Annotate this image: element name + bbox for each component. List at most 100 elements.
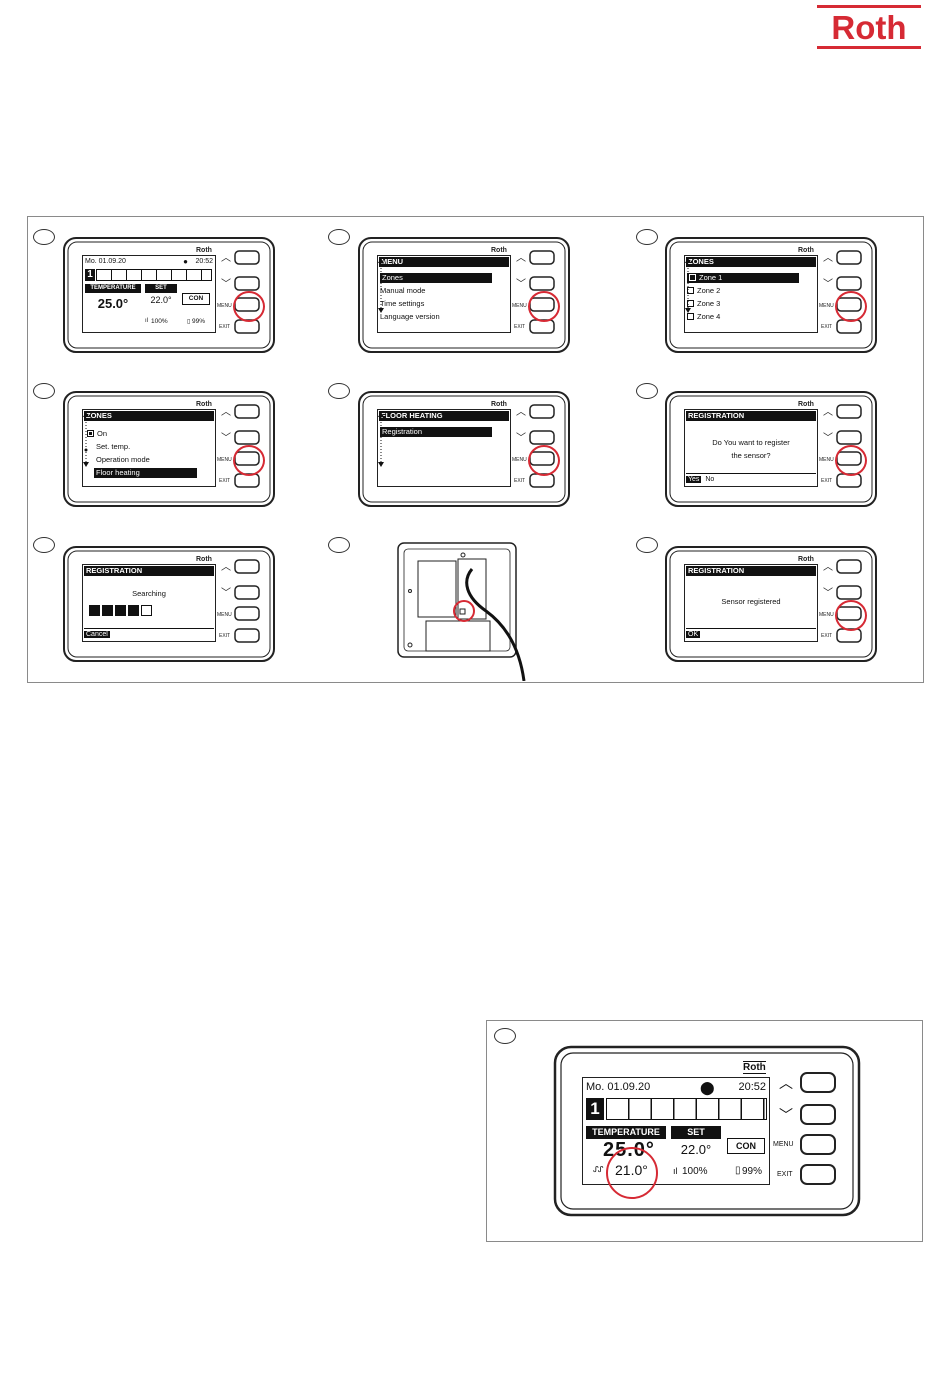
drop-icon: ⬤ xyxy=(700,1080,715,1095)
chevron-up-icon[interactable]: ︿ xyxy=(516,253,526,264)
highlight-menu-button xyxy=(233,445,265,476)
cancel-option[interactable]: Cancel xyxy=(84,631,110,638)
signal-value: 100% xyxy=(151,318,168,325)
set-label: SET xyxy=(145,284,177,293)
menu-item-manual-mode[interactable]: Manual mode xyxy=(380,286,426,295)
step-marker-3 xyxy=(636,229,658,245)
scrollbar[interactable] xyxy=(685,256,691,314)
scrollbar[interactable] xyxy=(378,410,384,468)
searching-text: Searching xyxy=(132,589,166,598)
chevron-up-icon[interactable]: ︿ xyxy=(823,562,833,573)
chevron-down-icon[interactable]: ﹀ xyxy=(221,588,231,599)
chevron-up-icon[interactable]: ︿ xyxy=(516,407,526,418)
device-brand: Roth xyxy=(491,401,507,408)
step-marker-8 xyxy=(328,537,350,553)
ok-option[interactable]: OK xyxy=(686,631,701,638)
signal-icon: ıl xyxy=(673,1166,678,1176)
setting-set-temp[interactable]: Set. temp. xyxy=(96,442,131,451)
footer-options: OK xyxy=(686,630,701,640)
menu-button-label: MENU xyxy=(217,457,232,463)
set-value: 22.0° xyxy=(150,295,172,305)
screen-title: MENU xyxy=(379,257,509,267)
chevron-up-icon[interactable]: ︿ xyxy=(221,407,231,418)
device-home-large: Roth ︿ ﹀ MENU EXIT Mo. 01.09.20 ⬤ 20:52 … xyxy=(553,1045,861,1217)
footer-divider xyxy=(84,628,214,629)
registered-text: Sensor registered xyxy=(721,597,781,606)
zone-item[interactable]: Zone 4 xyxy=(687,312,720,322)
step-marker-5 xyxy=(328,383,350,399)
screen-title: ZONES xyxy=(686,257,816,267)
menu-button-label: MENU xyxy=(773,1141,794,1148)
menu-item-time-settings[interactable]: Time settings xyxy=(380,299,425,308)
progress-block xyxy=(115,605,126,616)
exit-button-label: EXIT xyxy=(219,478,231,484)
device-brand: Roth xyxy=(798,401,814,408)
exit-button-label: EXIT xyxy=(514,324,526,330)
scrollbar[interactable] xyxy=(83,410,89,468)
device-registration-searching: Roth ︿ ﹀ MENU EXIT REGISTRATION Searchin… xyxy=(62,545,276,663)
progress-block xyxy=(141,605,152,616)
checkbox-icon xyxy=(689,274,696,281)
screen-title: REGISTRATION xyxy=(84,566,214,576)
chevron-down-icon[interactable]: ﹀ xyxy=(221,433,231,444)
chevron-up-icon[interactable]: ︿ xyxy=(221,562,231,573)
device-zones-list: Roth ︿ ﹀ MENU EXIT ZONES Zone 1 Zone 2 Z… xyxy=(664,236,878,354)
setting-operation-mode[interactable]: Operation mode xyxy=(96,455,150,464)
device-screen: ZONES On Set. temp. Operation mode Floor… xyxy=(82,409,216,487)
chevron-down-icon[interactable]: ﹀ xyxy=(823,588,833,599)
menu-button-label: MENU xyxy=(217,612,232,618)
chevron-down-icon[interactable]: ﹀ xyxy=(516,279,526,290)
temperature-label: TEMPERATURE xyxy=(85,284,141,293)
menu-button-label: MENU xyxy=(819,457,834,463)
setting-floor-heating[interactable]: Floor heating xyxy=(94,468,197,478)
yes-option[interactable]: Yes xyxy=(686,476,702,483)
device-brand: Roth xyxy=(798,247,814,254)
set-label: SET xyxy=(671,1126,721,1139)
chevron-down-icon[interactable]: ﹀ xyxy=(516,433,526,444)
zone-slots xyxy=(606,1098,767,1120)
exit-button-label: EXIT xyxy=(514,478,526,484)
zone-item[interactable]: Zone 3 xyxy=(687,299,720,309)
battery-value: 99% xyxy=(742,1166,763,1177)
menu-button-label: MENU xyxy=(819,612,834,618)
highlight-floor-temperature xyxy=(606,1147,658,1199)
device-brand: Roth xyxy=(196,556,212,563)
step-marker-7 xyxy=(33,537,55,553)
highlight-menu-button xyxy=(528,445,560,476)
chevron-down-icon[interactable]: ﹀ xyxy=(221,279,231,290)
menu-item-zones[interactable]: Zones xyxy=(380,273,492,283)
progress-blocks xyxy=(89,603,152,621)
chevron-up-icon[interactable]: ︿ xyxy=(823,407,833,418)
highlight-menu-button xyxy=(835,445,867,476)
device-screen: REGISTRATION Sensor registered OK xyxy=(684,564,818,642)
no-option[interactable]: No xyxy=(705,476,715,483)
chevron-down-icon[interactable]: ﹀ xyxy=(779,1107,793,1123)
signal-value: 100% xyxy=(682,1166,708,1177)
highlight-menu-button xyxy=(835,600,867,631)
zone-item[interactable]: Zone 2 xyxy=(687,286,720,296)
chevron-up-icon[interactable]: ︿ xyxy=(221,253,231,264)
highlight-menu-button xyxy=(835,291,867,322)
mode-label: CON xyxy=(727,1138,765,1154)
chevron-up-icon[interactable]: ︿ xyxy=(779,1075,793,1091)
menu-button-label: MENU xyxy=(512,457,527,463)
setting-on[interactable]: On xyxy=(87,429,107,439)
footer-options: Yes No xyxy=(686,475,714,485)
checkbox-icon xyxy=(687,300,694,307)
drop-icon: ● xyxy=(183,257,188,266)
signal-icon: ıl xyxy=(145,318,148,324)
footer-divider xyxy=(686,628,816,629)
menu-item-registration[interactable]: Registration xyxy=(380,427,492,437)
chevron-down-icon[interactable]: ﹀ xyxy=(823,279,833,290)
scrollbar[interactable] xyxy=(378,256,384,314)
floor-heating-icon: ᔑᔑ xyxy=(593,1165,603,1174)
device-zone-settings: Roth ︿ ﹀ MENU EXIT ZONES On Set. temp. O… xyxy=(62,390,276,508)
exit-button-label: EXIT xyxy=(219,633,231,639)
chevron-down-icon[interactable]: ﹀ xyxy=(823,433,833,444)
menu-item-language[interactable]: Language version xyxy=(380,312,440,321)
zone-item[interactable]: Zone 1 xyxy=(687,273,799,283)
chevron-up-icon[interactable]: ︿ xyxy=(823,253,833,264)
screen-title: REGISTRATION xyxy=(686,566,816,576)
step-marker-1 xyxy=(33,229,55,245)
